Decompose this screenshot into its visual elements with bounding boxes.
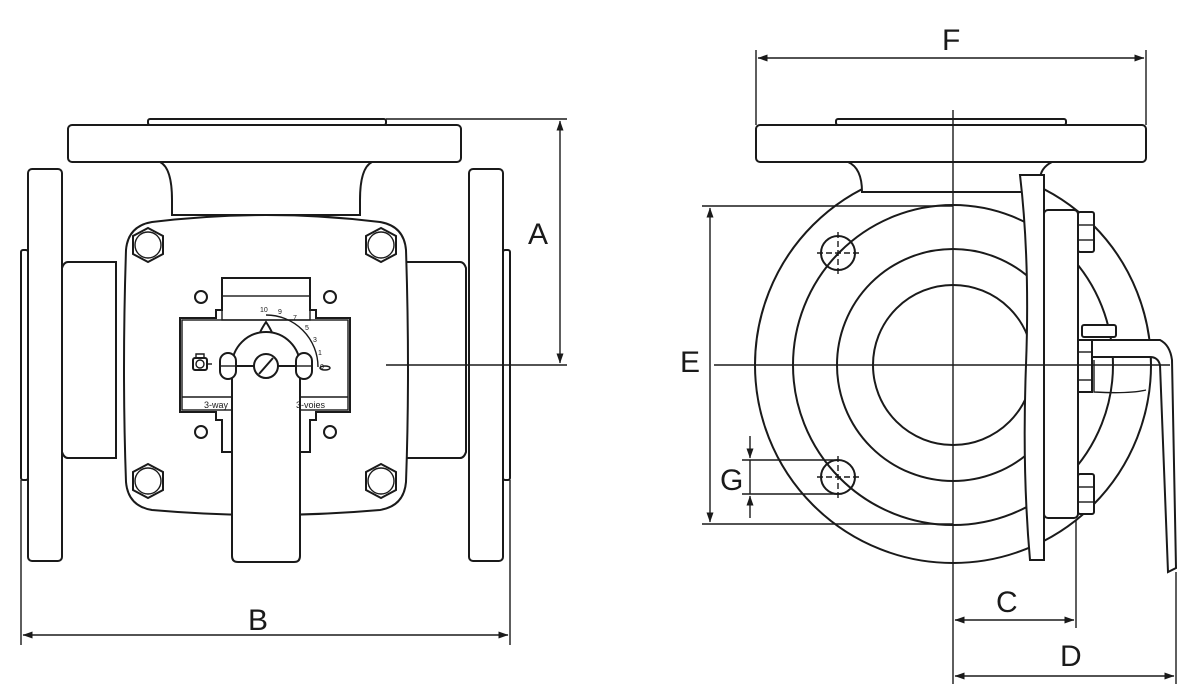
front-top-flange (67, 124, 462, 163)
plate-label-3-voies: 3-voies (296, 400, 326, 410)
dimension-e: E (680, 205, 953, 525)
side-bolt-hole-top (817, 232, 859, 274)
front-bolt-br (365, 462, 397, 500)
side-bolt-hole-bottom (817, 456, 859, 498)
dimension-d: D (954, 572, 1177, 684)
motor-symbol-icon (192, 353, 212, 371)
scale-mark-0: 0 (320, 364, 324, 371)
dimension-label-a: A (528, 218, 548, 251)
side-view (714, 110, 1178, 684)
dimension-label-e: E (680, 346, 700, 379)
scale-mark-1: 1 (318, 350, 322, 357)
dimension-b: B (20, 480, 511, 645)
front-view: 10 9 7 5 3 1 0 3-way 3-voies (20, 118, 567, 563)
scale-mark-9: 9 (278, 309, 282, 316)
front-bolt-tr (365, 226, 397, 264)
dimension-label-c: C (996, 586, 1018, 619)
dimension-c: C (954, 520, 1077, 628)
front-left-flange-face (20, 249, 29, 481)
scale-mark-5: 5 (305, 325, 309, 332)
dimension-label-f: F (942, 24, 960, 57)
front-top-flange-face (147, 118, 387, 126)
front-left-flange (27, 168, 63, 562)
front-scale-arc (265, 314, 319, 368)
front-small-screws (194, 290, 337, 439)
dimension-f: F (755, 24, 1147, 125)
front-top-neck (159, 161, 373, 216)
dimension-label-g: G (720, 464, 743, 497)
dimension-label-b: B (248, 604, 268, 637)
plate-label-3-way: 3-way (204, 400, 229, 410)
dimension-g: G (720, 436, 838, 518)
side-handle-hub (1077, 339, 1093, 393)
side-shaft-housing (1018, 174, 1045, 561)
side-actuator-plate (1043, 209, 1079, 519)
front-handle-lever (231, 359, 301, 563)
front-pipe-body-right (399, 261, 467, 459)
dimension-a: A (386, 118, 567, 364)
scale-mark-3: 3 (313, 337, 317, 344)
dimension-label-d: D (1060, 640, 1082, 673)
scale-mark-7: 7 (293, 315, 297, 322)
side-handle-lever (1091, 339, 1178, 574)
side-top-flange-face (835, 118, 1067, 126)
scale-mark-10: 10 (260, 307, 268, 314)
front-pipe-body (61, 261, 117, 459)
side-top-flange (755, 124, 1147, 163)
front-bolt-tl (132, 226, 164, 264)
front-bolt-bl (132, 462, 164, 500)
